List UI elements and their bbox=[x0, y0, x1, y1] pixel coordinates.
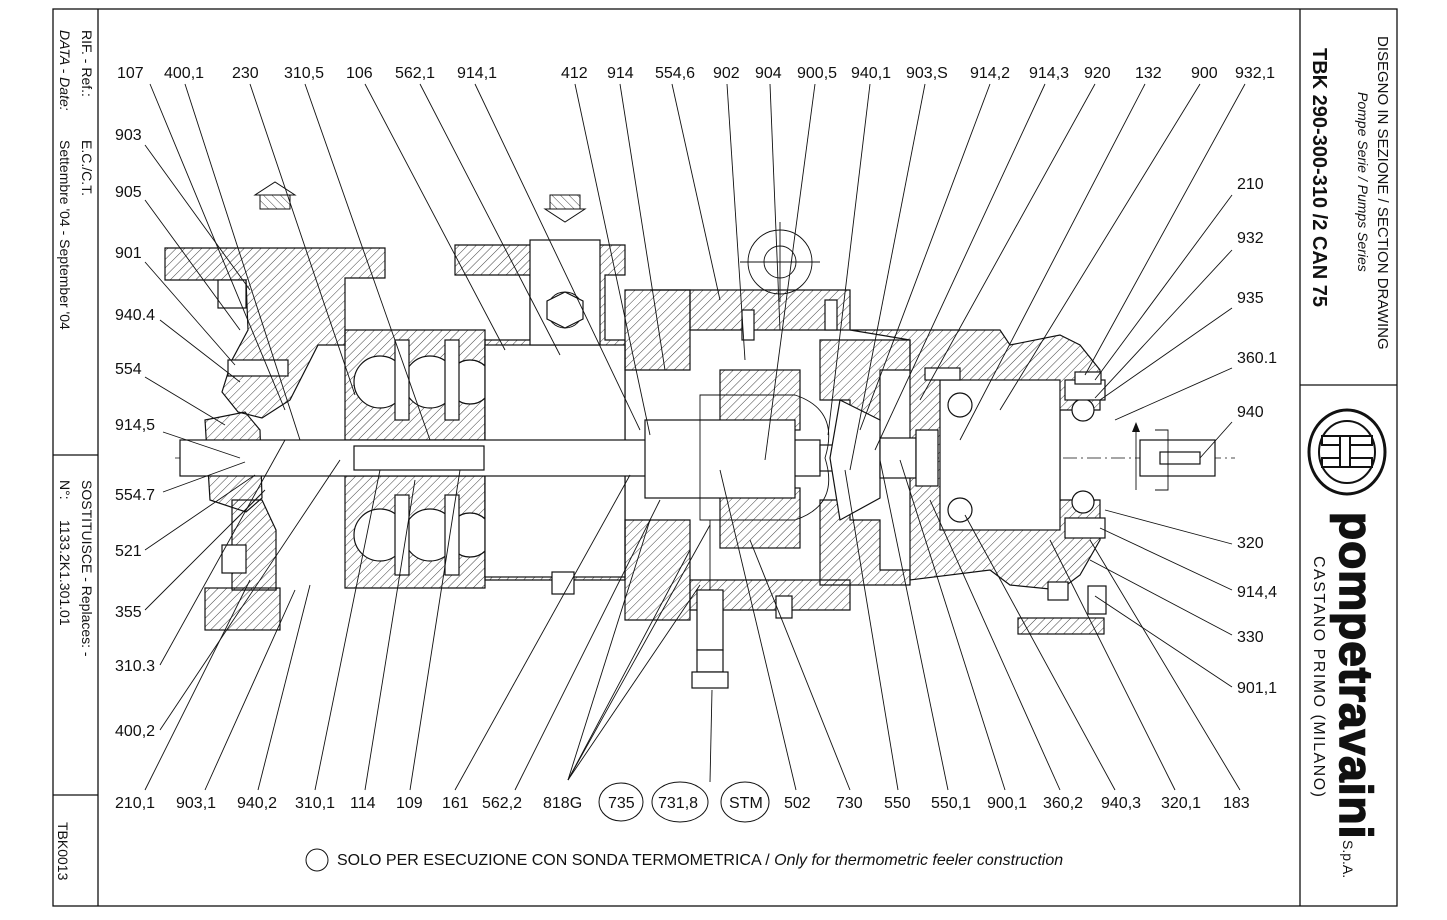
top-labels: 107 400,1 230 310,5 106 562,1 914,1 412 … bbox=[117, 65, 1275, 82]
label-360-1: 360.1 bbox=[1237, 350, 1277, 367]
location-text: CASTANO PRIMO (MILANO) bbox=[1310, 556, 1327, 799]
label-914-4: 914,4 bbox=[1237, 584, 1277, 601]
leader-lines bbox=[144, 83, 1246, 791]
label-310-1: 310,1 bbox=[295, 795, 335, 812]
label-183: 183 bbox=[1223, 795, 1250, 812]
label-107: 107 bbox=[117, 65, 144, 82]
brand-logo bbox=[1307, 408, 1387, 496]
label-730: 730 bbox=[836, 795, 863, 812]
label-210-1: 210,1 bbox=[115, 795, 155, 812]
drawing-code-text: TBK0013 bbox=[55, 822, 71, 881]
footnote-english: Only for thermometric feeler constructio… bbox=[774, 852, 1063, 869]
label-914-1: 914,1 bbox=[457, 65, 497, 82]
right-labels: 210 932 935 360.1 940 320 914,4 330 901,… bbox=[1237, 176, 1277, 697]
replaces-label: SOSTITUISCE - Replaces: - bbox=[79, 480, 95, 657]
footnote-text: SOLO PER ESECUZIONE CON SONDA TERMOMETRI… bbox=[337, 852, 1063, 869]
label-161: 161 bbox=[442, 795, 469, 812]
label-914-5: 914,5 bbox=[115, 417, 155, 434]
title-block: DISEGNO IN SEZIONE / SECTION DRAWING Pom… bbox=[55, 36, 1391, 881]
pump-section bbox=[164, 181, 1235, 689]
flow-arrows bbox=[253, 181, 587, 223]
number-label: N°: bbox=[57, 480, 73, 500]
model-text: TBK 290-300-310 /2 CAN 75 bbox=[1308, 48, 1330, 307]
bottom-labels: 210,1 903,1 940,2 310,1 114 109 161 562,… bbox=[115, 781, 1250, 823]
marker-731-8-circle bbox=[651, 781, 709, 823]
label-914-2: 914,2 bbox=[970, 65, 1010, 82]
label-310-5: 310,5 bbox=[284, 65, 324, 82]
date-label: DATA - Date: bbox=[57, 30, 73, 111]
label-502: 502 bbox=[784, 795, 811, 812]
label-550: 550 bbox=[884, 795, 911, 812]
label-132: 132 bbox=[1135, 65, 1162, 82]
label-114: 114 bbox=[350, 795, 376, 812]
series-text: Pompe Serie / Pumps Series bbox=[1355, 92, 1371, 272]
label-900-1: 900,1 bbox=[987, 795, 1027, 812]
label-562-2: 562,2 bbox=[482, 795, 522, 812]
label-412: 412 bbox=[561, 65, 588, 82]
label-818g: 818G bbox=[543, 795, 582, 812]
label-901: 901 bbox=[115, 245, 142, 262]
brand-name-text: pompetravaini bbox=[1330, 512, 1382, 839]
label-932-1: 932,1 bbox=[1235, 65, 1275, 82]
label-109: 109 bbox=[396, 795, 423, 812]
label-320-1: 320,1 bbox=[1161, 795, 1201, 812]
label-521: 521 bbox=[115, 543, 142, 560]
label-903-1: 903,1 bbox=[176, 795, 216, 812]
label-554: 554 bbox=[115, 361, 142, 378]
footnote-circle-marker bbox=[305, 848, 329, 872]
ref-label: RIF. - Ref.: bbox=[79, 30, 95, 97]
left-labels: 903 905 901 940.4 554 914,5 554.7 521 35… bbox=[115, 127, 155, 740]
label-920: 920 bbox=[1084, 65, 1111, 82]
label-554-6: 554,6 bbox=[655, 65, 695, 82]
label-106: 106 bbox=[346, 65, 373, 82]
label-400-2: 400,2 bbox=[115, 723, 155, 740]
label-735: 735 bbox=[608, 795, 635, 812]
label-940-4: 940.4 bbox=[115, 307, 155, 324]
label-904: 904 bbox=[755, 65, 782, 82]
revision-block: RIF. - Ref.: E.C./C.T. DATA - Date: Sett… bbox=[57, 30, 95, 657]
label-902: 902 bbox=[713, 65, 740, 82]
label-230: 230 bbox=[232, 65, 259, 82]
label-935: 935 bbox=[1237, 290, 1264, 307]
label-903: 903 bbox=[115, 127, 142, 144]
label-360-2: 360,2 bbox=[1043, 795, 1083, 812]
drawing-frame bbox=[52, 8, 1398, 907]
footnote-italian: SOLO PER ESECUZIONE CON SONDA TERMOMETRI… bbox=[337, 852, 770, 869]
label-940-1: 940,1 bbox=[851, 65, 891, 82]
label-550-1: 550,1 bbox=[931, 795, 971, 812]
label-903-s: 903,S bbox=[906, 65, 948, 82]
label-320: 320 bbox=[1237, 535, 1264, 552]
label-900-5: 900,5 bbox=[797, 65, 837, 82]
label-554-7: 554.7 bbox=[115, 487, 155, 504]
brand-suffix-text: S.p.A. bbox=[1340, 840, 1356, 878]
footnote: SOLO PER ESECUZIONE CON SONDA TERMOMETRI… bbox=[305, 848, 1063, 872]
drawing-type-text: DISEGNO IN SEZIONE / SECTION DRAWING bbox=[1374, 36, 1391, 350]
label-900: 900 bbox=[1191, 65, 1218, 82]
label-901-1: 901,1 bbox=[1237, 680, 1277, 697]
label-310-3: 310.3 bbox=[115, 658, 155, 675]
marker-735-circle bbox=[598, 782, 644, 822]
label-940: 940 bbox=[1237, 404, 1264, 421]
label-400-1: 400,1 bbox=[164, 65, 204, 82]
label-210: 210 bbox=[1237, 176, 1264, 193]
label-355: 355 bbox=[115, 604, 142, 621]
label-914: 914 bbox=[607, 65, 634, 82]
date-value: Settembre '04 - September '04 bbox=[57, 140, 73, 330]
label-stm: STM bbox=[729, 795, 763, 812]
number-value: 1133.2K1.301.01 bbox=[57, 520, 73, 626]
ref-value: E.C./C.T. bbox=[79, 140, 95, 196]
marker-stm-circle bbox=[720, 781, 770, 823]
label-914-3: 914,3 bbox=[1029, 65, 1069, 82]
label-330: 330 bbox=[1237, 629, 1264, 646]
label-731-8: 731,8 bbox=[658, 795, 698, 812]
label-940-2: 940,2 bbox=[237, 795, 277, 812]
label-562-1: 562,1 bbox=[395, 65, 435, 82]
label-905: 905 bbox=[115, 184, 142, 201]
impeller-stages bbox=[344, 329, 493, 589]
label-940-3: 940,3 bbox=[1101, 795, 1141, 812]
label-932: 932 bbox=[1237, 230, 1264, 247]
